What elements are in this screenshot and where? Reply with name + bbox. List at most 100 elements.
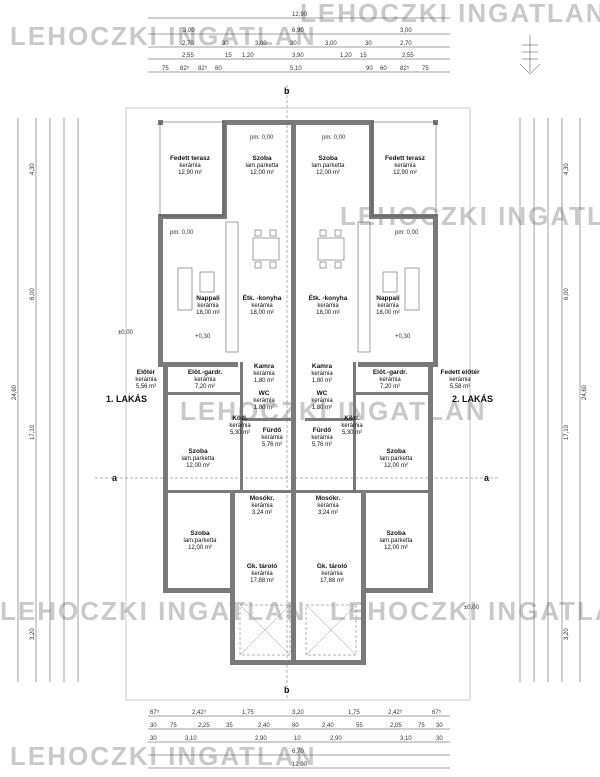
dining-table-left [252,229,280,269]
room-floor: kerámia [311,435,333,441]
section-label-a-left: a [112,473,118,483]
room-name: Fürdő [263,427,281,434]
top-overall-dim: 12,90 [292,12,308,18]
level-entry-left: +0,30 [195,334,211,340]
room-name: Szoba [318,155,338,162]
room-name: Elöt.-gardr. [373,369,408,376]
dim: 30 [436,736,443,742]
dim: 30 [290,41,297,47]
watermark-bottom: LEHOCZKI INGATLAN [10,741,317,771]
dim: 60 [380,66,387,72]
room-name: Szoba [386,448,406,455]
dim: 6,00 [564,288,570,300]
dim: 2,40 [322,723,334,729]
room-floor: kerámia [135,377,157,383]
room-area: 1,80 m² [312,378,332,384]
dim: 75 [418,723,425,729]
dim: 2,42⁵ [192,709,207,716]
dim: 82⁵ [198,65,208,72]
dim: 4,30 [564,163,570,175]
room-area: 12,00 m² [384,463,408,469]
dim: 3,20 [30,628,36,640]
table-left [199,271,215,293]
room-area: 1,80 m² [312,405,332,411]
room-floor: lam.parketta [183,538,217,544]
room-area: 3,24 m² [252,510,272,516]
level-entry-right: +0,30 [395,334,411,340]
room-area: 3,24 m² [318,510,338,516]
section-label-b-top: b [284,86,290,96]
dim: 5,10 [290,66,302,72]
top-dimension-chain: 12,90 3,00 6,90 3,00 2,70 30 3,00 30 3,0… [148,12,450,73]
dim: 3,00 [183,28,195,34]
room-name: Gk. tároló [247,563,277,570]
dim: 2,40 [258,723,270,729]
watermark-bottom-right: LEHOCZKI INGATLAN [330,596,600,626]
room-area: 1,80 m² [254,378,274,384]
dim: 82⁵ [180,65,190,72]
dim: 30 [365,41,372,47]
dim: 3,10 [185,736,197,742]
dim: 2,70 [400,41,412,47]
room-name: Előtér [137,369,156,376]
room-floor: lam.parketta [311,163,345,169]
room-floor: kerámia [251,503,273,509]
room-floor: kerámia [377,303,399,309]
pm-level-1: pm: 0,00 [250,135,274,141]
kitchen-counter-right [357,221,371,353]
room-name: Szoba [188,448,208,455]
room-area: 5,58 m² [450,384,470,390]
kitchen-counter-left [225,221,239,353]
pm-level-2: pm: 0,00 [322,135,346,141]
room-name: WC [259,390,270,397]
bottom-overall-dim: 12,90 [292,762,308,768]
room-floor: kerámia [197,303,219,309]
room-area: 17,88 m² [250,578,274,584]
room-area: 12,00 m² [384,545,408,551]
room-floor: kerámia [261,435,283,441]
dim: 2,25 [198,723,210,729]
level-left: ±0,00 [118,330,134,336]
room-name: Fürdő [313,427,331,434]
dim: 67⁵ [432,709,442,716]
dim: 30 [150,736,157,742]
dim: 15 [360,53,367,59]
room-area: 17,88 m² [320,578,344,584]
dim: 2,05 [390,723,402,729]
dim: 3,90 [292,53,304,59]
room-name: WC [317,390,328,397]
table-right [382,271,398,293]
dim: 1,75 [242,710,254,716]
room-name: Fedett terasz [385,155,426,162]
room-area: 18,00 m² [250,310,274,316]
room-floor: kerámia [379,377,401,383]
garage-door-left [239,604,291,656]
dim: 17,10 [564,424,570,440]
dim: 2,90 [255,736,267,742]
dim: 3,00 [325,41,337,47]
room-area: 12,90 m² [178,170,202,176]
room-floor: kerámia [317,503,339,509]
room-name: Mosókr. [250,495,275,502]
room-area: 1,80 m² [254,405,274,411]
north-arrow-icon [519,35,541,75]
room-floor: kerámia [311,398,333,404]
room-area: 7,20 m² [195,384,215,390]
dim: 30 [222,41,229,47]
dim: 1,20 [340,53,352,59]
watermark-top-left: LEHOCZKI INGATLAN [10,21,317,51]
room-name: Szoba [386,530,406,537]
dim: 6,00 [30,288,36,300]
dim: 2,70 [182,41,194,47]
room-floor: kerámia [321,571,343,577]
dim: 3,20 [292,710,304,716]
room-floor: kerámia [179,163,201,169]
room-name: Gk. tároló [317,563,347,570]
room-name: Nappali [196,295,220,302]
room-area: 12,00 m² [316,170,340,176]
room-area: 18,00 m² [196,310,220,316]
dim: 75 [422,66,429,72]
dim: 82⁵ [400,65,410,72]
dim: 2,90 [330,736,342,742]
